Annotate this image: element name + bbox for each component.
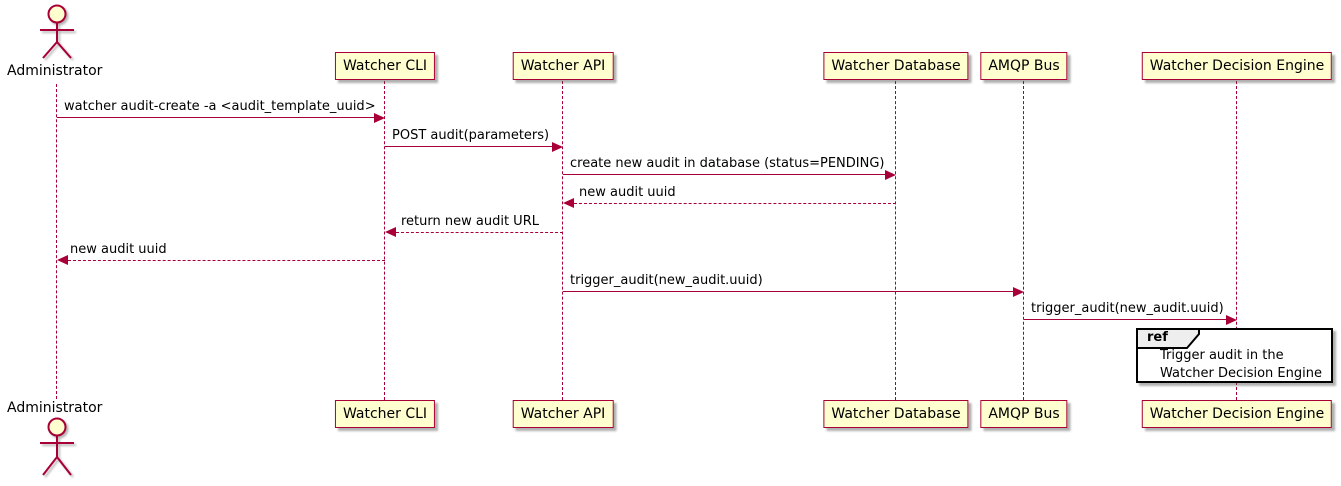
actor-name-top: Administrator (7, 63, 103, 79)
ref-tab-shape (1136, 328, 1200, 349)
participant-top-watcher-database: Watcher Database (823, 52, 969, 80)
message-label: new audit uuid (70, 242, 167, 257)
message-line (68, 260, 385, 261)
message-line (385, 146, 552, 147)
lifeline-watcher-database (895, 81, 896, 400)
participant-top-watcher-cli: Watcher CLI (334, 52, 436, 80)
participant-top-watcher-decision-engine: Watcher Decision Engine (1141, 52, 1333, 80)
participant-top-watcher-api: Watcher API (512, 52, 614, 80)
message-line (1024, 319, 1226, 320)
message-label: create new audit in database (status=PEN… (570, 156, 885, 171)
arrowhead-left-icon (57, 255, 68, 265)
message-label: trigger_audit(new_audit.uuid) (570, 273, 763, 288)
message-label: watcher audit-create -a <audit_template_… (64, 99, 376, 114)
message-line (57, 117, 374, 118)
arrowhead-right-icon (1226, 315, 1237, 325)
message-line (574, 203, 896, 204)
participant-top-amqp-bus: AMQP Bus (980, 52, 1068, 80)
ref-keyword: ref (1147, 330, 1168, 345)
participant-bottom-watcher-decision-engine: Watcher Decision Engine (1141, 400, 1333, 428)
message-label: POST audit(parameters) (392, 128, 550, 143)
message-line (396, 232, 563, 233)
ref-fragment: ref Trigger audit in the Watcher Decisio… (1136, 328, 1333, 383)
arrowhead-left-icon (385, 227, 396, 237)
message-line (563, 174, 885, 175)
lifeline-watcher-cli (384, 81, 385, 400)
participant-bottom-amqp-bus: AMQP Bus (980, 400, 1068, 428)
participant-bottom-watcher-database: Watcher Database (823, 400, 969, 428)
arrowhead-right-icon (1013, 287, 1024, 297)
arrowhead-right-icon (374, 113, 385, 123)
lifeline-watcher-decision-engine (1236, 81, 1237, 400)
message-label: trigger_audit(new_audit.uuid) (1031, 301, 1224, 316)
message-label: new audit uuid (579, 185, 676, 200)
participant-bottom-watcher-api: Watcher API (512, 400, 614, 428)
ref-text-line-1: Trigger audit in the (1160, 348, 1284, 363)
actor-icon-bottom (40, 417, 74, 476)
lifeline-administrator (56, 84, 57, 399)
lifeline-watcher-api (562, 81, 563, 400)
arrowhead-left-icon (563, 198, 574, 208)
message-label: return new audit URL (401, 214, 539, 229)
lifeline-amqp-bus (1023, 81, 1024, 400)
actor-name-bottom: Administrator (7, 400, 103, 416)
arrowhead-right-icon (885, 170, 896, 180)
participant-bottom-watcher-cli: Watcher CLI (334, 400, 436, 428)
ref-text-line-2: Watcher Decision Engine (1160, 366, 1322, 381)
actor-icon (40, 4, 74, 59)
arrowhead-right-icon (552, 142, 563, 152)
message-line (563, 291, 1013, 292)
